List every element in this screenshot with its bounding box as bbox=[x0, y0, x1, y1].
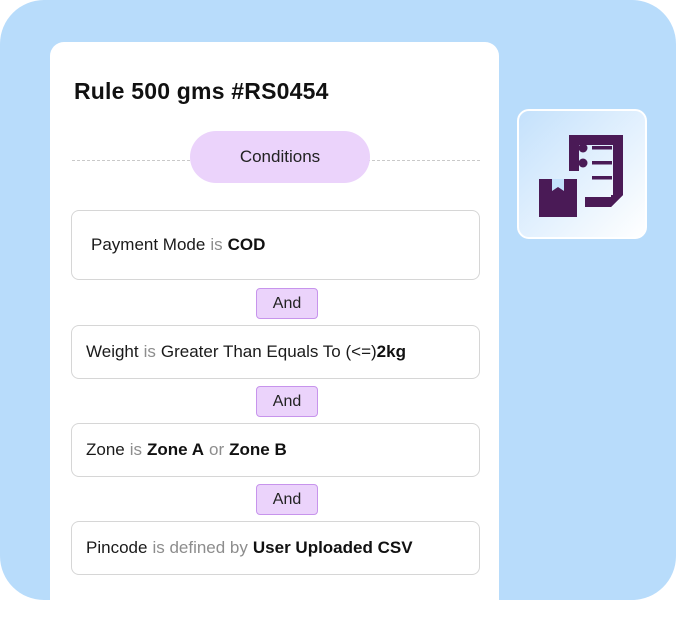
conditions-pill: Conditions bbox=[190, 131, 370, 183]
condition-value: User Uploaded CSV bbox=[252, 538, 413, 557]
condition-weight[interactable]: Weight is Greater Than Equals To (<=) 2k… bbox=[71, 325, 480, 379]
condition-field: Zone bbox=[86, 440, 125, 459]
condition-field: Payment Mode bbox=[91, 235, 206, 254]
condition-value: Zone A bbox=[147, 440, 205, 459]
condition-operator: is bbox=[210, 235, 223, 254]
condition-pincode[interactable]: Pincode is defined by User Uploaded CSV bbox=[71, 521, 480, 575]
condition-field: Weight bbox=[86, 342, 139, 361]
condition-joiner: or bbox=[209, 440, 225, 459]
rule-icon-tile bbox=[517, 109, 647, 239]
condition-value: 2kg bbox=[376, 342, 406, 361]
and-connector[interactable]: And bbox=[256, 484, 318, 515]
document-package-icon bbox=[539, 135, 623, 217]
and-connector[interactable]: And bbox=[256, 288, 318, 319]
condition-payment-mode[interactable]: Payment Mode is COD bbox=[71, 210, 480, 280]
rule-title: Rule 500 gms #RS0454 bbox=[74, 78, 329, 104]
condition-value: COD bbox=[227, 235, 266, 254]
rule-card: Rule 500 gms #RS0454 Conditions Payment … bbox=[50, 42, 499, 622]
condition-operator: is defined by bbox=[152, 538, 248, 557]
condition-field: Pincode bbox=[86, 538, 148, 557]
condition-value-2: Zone B bbox=[229, 440, 287, 459]
condition-zone[interactable]: Zone is Zone A or Zone B bbox=[71, 423, 480, 477]
condition-operator: is bbox=[129, 440, 143, 459]
condition-comparator: Greater Than Equals To (<=) bbox=[160, 342, 377, 361]
condition-operator: is bbox=[143, 342, 156, 361]
and-connector[interactable]: And bbox=[256, 386, 318, 417]
